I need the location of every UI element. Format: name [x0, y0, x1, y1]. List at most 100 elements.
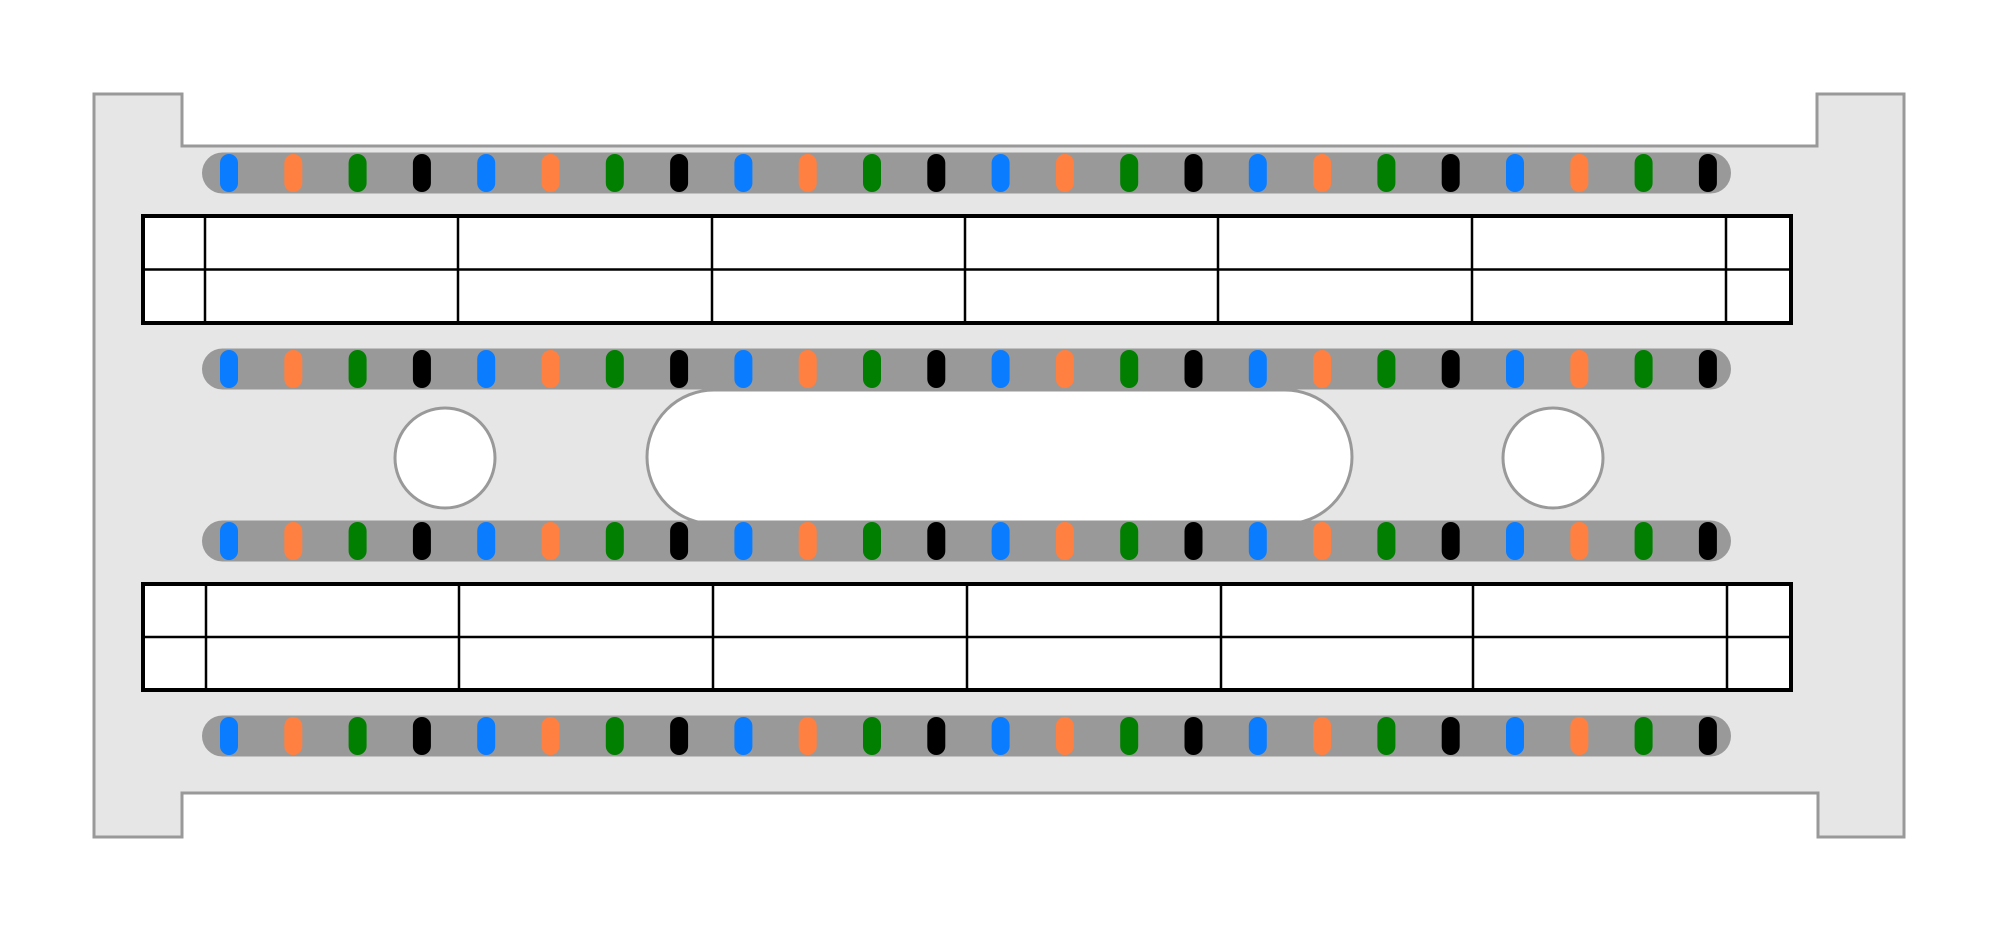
pin-terminal[interactable] — [734, 154, 753, 192]
pin-terminal[interactable] — [1570, 717, 1589, 755]
pin-terminal[interactable] — [541, 350, 560, 388]
pin-terminal[interactable] — [1698, 154, 1717, 192]
pin-terminal[interactable] — [1313, 350, 1332, 388]
pin-terminal[interactable] — [1184, 350, 1203, 388]
pin-terminal[interactable] — [412, 717, 431, 755]
pin-terminal[interactable] — [284, 717, 303, 755]
pin-terminal[interactable] — [798, 350, 817, 388]
pin-terminal[interactable] — [1506, 522, 1524, 560]
pin-terminal[interactable] — [1313, 717, 1332, 755]
pin-terminal[interactable] — [605, 350, 624, 388]
pin-terminal[interactable] — [863, 350, 881, 388]
pin-terminal[interactable] — [1055, 350, 1074, 388]
pin-terminal[interactable] — [734, 522, 753, 560]
pin-terminal[interactable] — [991, 154, 1010, 192]
pin-terminal[interactable] — [1184, 522, 1203, 560]
pin-terminal[interactable] — [670, 717, 689, 755]
pin-terminal[interactable] — [1634, 350, 1653, 388]
pin-terminal[interactable] — [1634, 717, 1653, 755]
pin-terminal[interactable] — [1120, 350, 1139, 388]
pin-terminal[interactable] — [863, 522, 881, 560]
pin-terminal[interactable] — [348, 717, 367, 755]
pin-terminal[interactable] — [1313, 522, 1332, 560]
pin-terminal[interactable] — [670, 154, 689, 192]
pin-terminal[interactable] — [220, 522, 238, 560]
pin-terminal[interactable] — [1506, 717, 1524, 755]
pin-terminal[interactable] — [927, 350, 946, 388]
pin-terminal[interactable] — [412, 522, 431, 560]
pin-terminal[interactable] — [1634, 154, 1653, 192]
pin-terminal[interactable] — [220, 154, 238, 192]
pin-terminal[interactable] — [1120, 522, 1139, 560]
pin-terminal[interactable] — [670, 350, 689, 388]
pin-terminal[interactable] — [1055, 522, 1074, 560]
pin-terminal[interactable] — [798, 522, 817, 560]
pin-terminal[interactable] — [1570, 522, 1589, 560]
pin-terminal[interactable] — [863, 154, 881, 192]
strip-bar — [202, 348, 1731, 390]
pin-terminal[interactable] — [605, 154, 624, 192]
pin-terminal[interactable] — [477, 154, 496, 192]
pin-terminal[interactable] — [1248, 717, 1267, 755]
pin-terminal[interactable] — [1248, 522, 1267, 560]
pin-terminal[interactable] — [541, 717, 560, 755]
pin-terminal[interactable] — [1120, 717, 1139, 755]
pin-terminal[interactable] — [991, 717, 1010, 755]
pin-terminal[interactable] — [991, 350, 1010, 388]
pin-terminal[interactable] — [348, 522, 367, 560]
pin-terminal[interactable] — [541, 522, 560, 560]
cable-slot — [645, 388, 1354, 526]
pin-terminal[interactable] — [1506, 350, 1524, 388]
pin-terminal[interactable] — [1441, 717, 1460, 755]
pin-terminal[interactable] — [220, 350, 238, 388]
pin-terminal[interactable] — [1184, 154, 1203, 192]
pin-terminal[interactable] — [927, 522, 946, 560]
pin-terminal[interactable] — [863, 717, 881, 755]
pin-terminal[interactable] — [1698, 522, 1717, 560]
pin-terminal[interactable] — [734, 717, 753, 755]
pin-terminal[interactable] — [1570, 154, 1589, 192]
pin-terminal[interactable] — [1313, 154, 1332, 192]
pin-terminal[interactable] — [1120, 154, 1139, 192]
pin-terminal[interactable] — [1441, 522, 1460, 560]
pin-terminal[interactable] — [670, 522, 689, 560]
pin-terminal[interactable] — [1377, 154, 1396, 192]
pin-terminal[interactable] — [1698, 350, 1717, 388]
pin-terminal[interactable] — [798, 154, 817, 192]
pin-terminal[interactable] — [1377, 522, 1396, 560]
pin-terminal[interactable] — [991, 522, 1010, 560]
pin-terminal[interactable] — [412, 350, 431, 388]
pin-terminal[interactable] — [1634, 522, 1653, 560]
pin-terminal[interactable] — [605, 717, 624, 755]
pin-terminal[interactable] — [348, 154, 367, 192]
pin-terminal[interactable] — [927, 154, 946, 192]
pin-terminal[interactable] — [1055, 717, 1074, 755]
pin-terminal[interactable] — [220, 717, 238, 755]
pin-terminal[interactable] — [284, 350, 303, 388]
pin-terminal[interactable] — [1377, 717, 1396, 755]
pin-terminal[interactable] — [1441, 154, 1460, 192]
pin-terminal[interactable] — [605, 522, 624, 560]
pin-terminal[interactable] — [927, 717, 946, 755]
pin-terminal[interactable] — [734, 350, 753, 388]
pin-terminal[interactable] — [477, 350, 496, 388]
pin-terminal[interactable] — [284, 522, 303, 560]
pin-terminal[interactable] — [1248, 350, 1267, 388]
pin-terminal[interactable] — [1570, 350, 1589, 388]
pin-terminal[interactable] — [1377, 350, 1396, 388]
pin-terminal[interactable] — [1248, 154, 1267, 192]
pin-terminal[interactable] — [412, 154, 431, 192]
pin-terminal[interactable] — [541, 154, 560, 192]
pin-terminal[interactable] — [348, 350, 367, 388]
pin-terminal[interactable] — [798, 717, 817, 755]
pin-terminal[interactable] — [1698, 717, 1717, 755]
pin-terminal[interactable] — [284, 154, 303, 192]
punch-down-strip — [202, 152, 1731, 194]
pin-terminal[interactable] — [1441, 350, 1460, 388]
pin-terminal[interactable] — [1055, 154, 1074, 192]
pin-terminal[interactable] — [477, 522, 496, 560]
pin-terminal[interactable] — [1184, 717, 1203, 755]
pin-terminal[interactable] — [1506, 154, 1524, 192]
pin-terminal[interactable] — [477, 717, 496, 755]
